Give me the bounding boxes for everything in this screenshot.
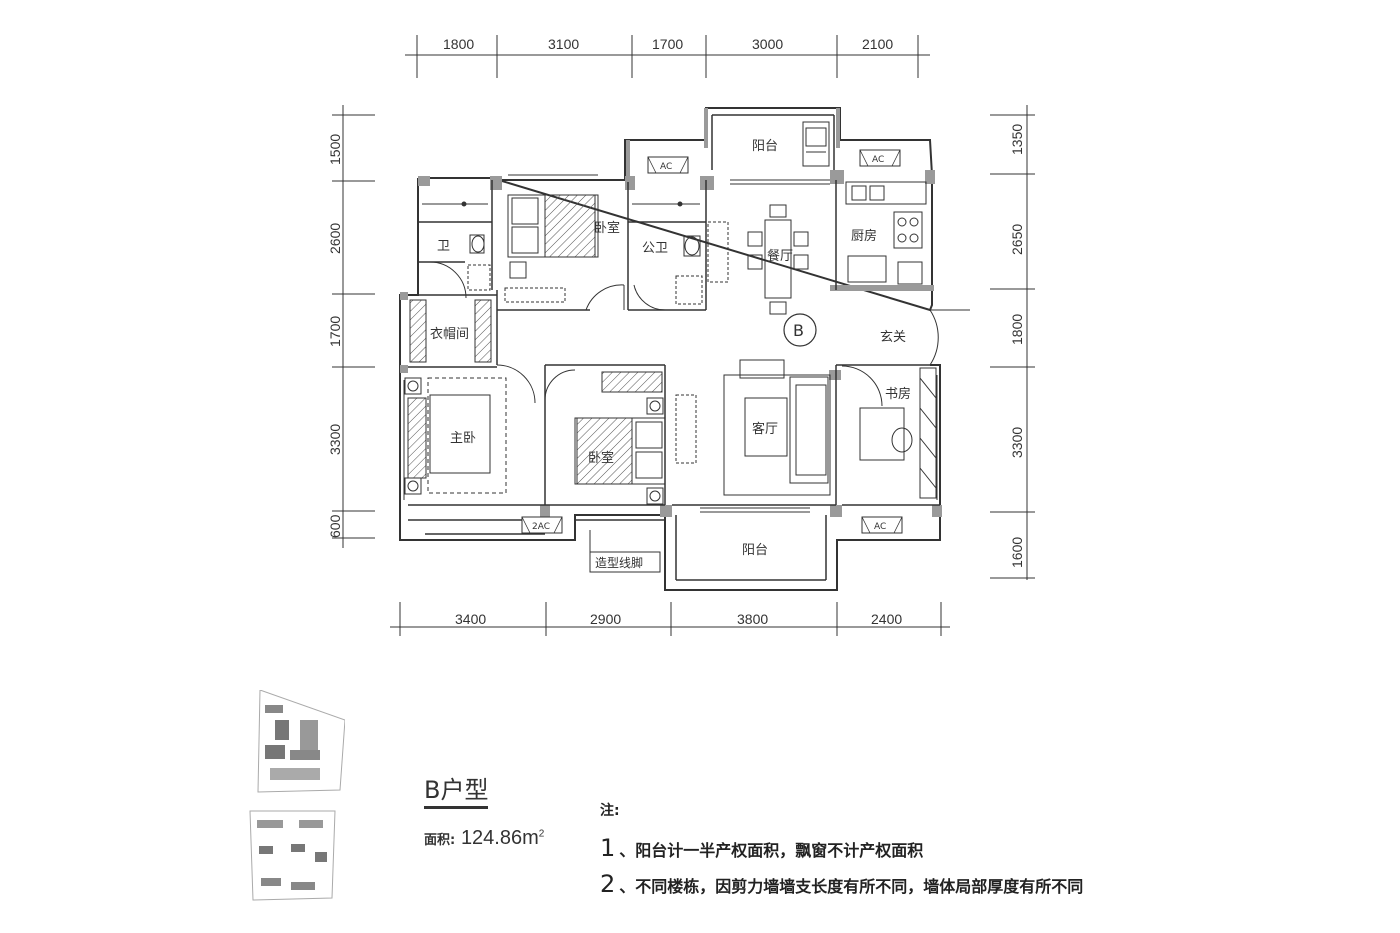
fridge <box>802 121 830 167</box>
dim-right-2: 2650 <box>1009 224 1025 255</box>
dim-left-3: 1700 <box>327 316 343 347</box>
dim-bottom-2: 2900 <box>590 611 621 627</box>
room-master-bedroom: 主卧 <box>450 431 476 446</box>
dim-top-1: 1800 <box>443 36 474 52</box>
bed-master <box>404 377 507 495</box>
site-plan-thumbnail-bottom <box>249 810 336 901</box>
unit-type-title: B户型 <box>424 770 489 809</box>
dim-left-1: 1500 <box>327 134 343 165</box>
study-furniture <box>859 367 937 499</box>
note-number: 2 <box>600 870 616 898</box>
closet-wardrobes <box>409 299 492 363</box>
note-text: 、不同楼栋，因剪力墙墙支长度有所不同，墙体局部厚度有所不同 <box>619 877 1084 896</box>
dim-right-1: 1350 <box>1009 124 1025 155</box>
ac-label-3: AC <box>874 522 886 532</box>
room-kitchen: 厨房 <box>851 228 877 244</box>
dim-left-2: 2600 <box>327 223 343 254</box>
dim-top-2: 3100 <box>548 36 579 52</box>
dimension-right <box>990 105 1035 580</box>
doors <box>429 261 970 407</box>
area-unit: m <box>522 827 539 849</box>
room-entry: 玄关 <box>880 330 906 345</box>
unit-marker-circle <box>783 313 817 347</box>
dim-top-3: 1700 <box>652 36 683 52</box>
area-label: 面积: <box>424 833 456 848</box>
ac-label-1: AC <box>660 162 672 172</box>
notes: 注: 1、阳台计一半产权面积，飘窗不计产权面积 2、不同楼栋，因剪力墙墙支长度有… <box>600 800 1083 906</box>
dim-bottom-4: 2400 <box>871 611 902 627</box>
dimension-top <box>405 35 930 78</box>
room-dining: 餐厅 <box>767 248 793 264</box>
dim-top-4: 3000 <box>752 36 783 52</box>
room-study: 书房 <box>885 386 911 402</box>
note-text: 、阳台计一半产权面积，飘窗不计产权面积 <box>619 841 924 860</box>
room-bedroom-south: 卧室 <box>588 450 614 466</box>
room-living: 客厅 <box>752 421 778 437</box>
dim-left-4: 3300 <box>327 424 343 455</box>
site-plan-thumbnail-top <box>257 690 345 793</box>
living-room-furniture <box>723 359 831 496</box>
room-closet: 衣帽间 <box>430 326 469 342</box>
dim-bottom-3: 3800 <box>737 611 768 627</box>
dim-left-5: 600 <box>327 514 343 538</box>
callout-leader <box>589 530 661 573</box>
note-item: 1、阳台计一半产权面积，飘窗不计产权面积 <box>600 834 1083 862</box>
area-unit-sup: 2 <box>538 828 545 840</box>
room-bath-public: 公卫 <box>642 241 668 256</box>
room-balcony-north: 阳台 <box>752 139 778 154</box>
dimension-bottom <box>390 602 950 636</box>
bath-master-fixtures <box>422 201 491 291</box>
dimension-left <box>332 105 375 548</box>
room-bath-master: 卫 <box>437 239 450 254</box>
dim-bottom-1: 3400 <box>455 611 486 627</box>
area-value: 124.86 <box>460 827 523 849</box>
windows <box>403 174 938 513</box>
note-number: 1 <box>600 834 616 862</box>
dim-right-5: 1600 <box>1009 537 1025 568</box>
wall-fills <box>400 108 942 517</box>
bed-north-bedroom <box>504 194 599 303</box>
dim-top-5: 2100 <box>862 36 893 52</box>
dim-right-3: 1800 <box>1009 314 1025 345</box>
kitchen-fixtures <box>845 181 927 285</box>
callout-label: 造型线脚 <box>595 555 643 570</box>
room-bedroom-north: 卧室 <box>594 220 620 236</box>
unit-marker-label: B <box>793 321 804 340</box>
note-item: 2、不同楼栋，因剪力墙墙支长度有所不同，墙体局部厚度有所不同 <box>600 870 1083 898</box>
dim-right-4: 3300 <box>1009 427 1025 458</box>
ac-label-4: 2AC <box>532 522 550 532</box>
unit-area: 面积: 124.86m2 <box>424 827 544 850</box>
room-balcony-south: 阳台 <box>742 543 768 558</box>
bed-south-bedroom <box>574 371 697 505</box>
ac-label-2: AC <box>872 155 884 165</box>
notes-heading: 注: <box>600 803 620 819</box>
bath-public-fixtures <box>632 201 729 305</box>
dining-set <box>747 204 809 315</box>
